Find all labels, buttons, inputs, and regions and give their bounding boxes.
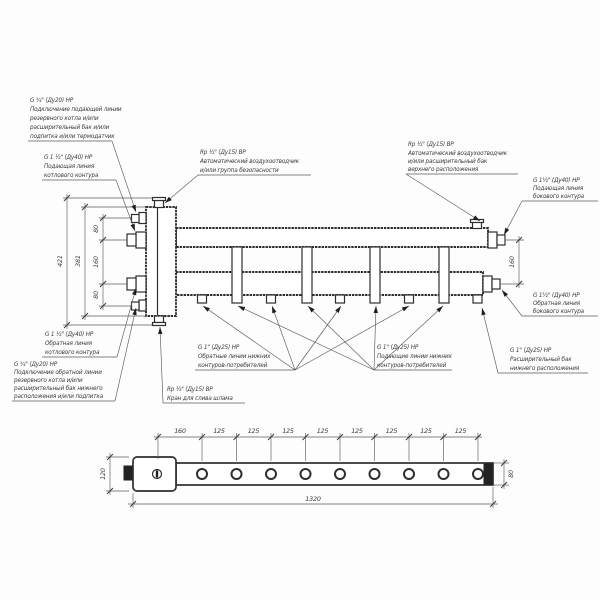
right-stub-side-supply: [487, 231, 506, 249]
label-air-vent: Rp ½" (Ду15) ВР Автоматический воздухоот…: [164, 149, 311, 204]
svg-text:125: 125: [386, 427, 398, 435]
vertical-supply-pipes: [231, 246, 450, 304]
label-drain: Rp ½" (Ду15) ВР Кран для слива шлама: [158, 326, 245, 404]
dim-overall-height: 421: [56, 255, 64, 267]
svg-text:Автоматический воздухоотводчик: Автоматический воздухоотводчик: [199, 159, 300, 165]
svg-text:125: 125: [351, 427, 363, 435]
svg-text:Rp ½" (Ду15) ВР: Rp ½" (Ду15) ВР: [167, 386, 213, 393]
svg-text:Rp ½" (Ду15) ВР: Rp ½" (Ду15) ВР: [408, 141, 454, 148]
bottom-return-stubs: [196, 294, 483, 304]
svg-text:G 1½" (Ду40) НР: G 1½" (Ду40) НР: [533, 177, 580, 184]
svg-text:Подключение обратной линии: Подключение обратной линии: [14, 370, 102, 376]
svg-text:G ¾" (Ду20) НР: G ¾" (Ду20) НР: [30, 98, 74, 104]
svg-text:резервного котла и/или: резервного котла и/или: [29, 116, 99, 122]
dim-plan-first: 160: [174, 427, 186, 435]
block-air-vent-stub: [151, 196, 167, 209]
svg-text:G 1 ½" (Ду40) НР: G 1 ½" (Ду40) НР: [45, 331, 94, 338]
svg-text:нижнего расположения: нижнего расположения: [510, 366, 580, 372]
svg-text:125: 125: [317, 427, 329, 435]
svg-text:Расширительный бак: Расширительный бак: [510, 357, 572, 363]
plan-holes: [196, 468, 484, 480]
svg-text:бокового контура: бокового контура: [533, 194, 585, 200]
svg-text:G 1½" (Ду40) НР: G 1½" (Ду40) НР: [533, 292, 580, 299]
left-stub-du20-top: [130, 211, 147, 225]
dim-plan-total: 1320: [305, 495, 321, 503]
label-boiler-return: G 1 ½" (Ду40) НР Обратная линия котловог…: [42, 287, 137, 358]
plan-dimensions: 160 125 125 125 125 125 125 125 125 120 …: [99, 427, 515, 508]
lower-tank-stub: [472, 294, 483, 304]
plan-view: [123, 456, 494, 492]
label-side-supply: G 1½" (Ду40) НР Подающая линия бокового …: [503, 177, 598, 236]
svg-text:G 1" (Ду25) НР: G 1" (Ду25) НР: [198, 345, 240, 351]
svg-text:G 1 ½" (Ду40) НР: G 1 ½" (Ду40) НР: [44, 154, 93, 161]
svg-text:котлового контура: котлового контура: [44, 173, 99, 179]
left-stub-du40-return: [126, 275, 147, 293]
drain-stub: [151, 315, 167, 327]
svg-text:G 1" (Ду25) НР: G 1" (Ду25) НР: [510, 348, 552, 354]
dim-plan-pitch: 125: [213, 427, 225, 435]
svg-text:Rp ½" (Ду15) ВР: Rp ½" (Ду15) ВР: [200, 149, 246, 156]
label-return-reserve: G ¾" (Ду20) НР Подключение обратной лини…: [12, 307, 137, 402]
svg-text:подпитка и/или термодатчик: подпитка и/или термодатчик: [30, 134, 115, 140]
svg-text:Подключение подающей линии: Подключение подающей линии: [30, 107, 122, 113]
svg-text:125: 125: [282, 427, 294, 435]
dimension-ticks-left: [63, 194, 107, 329]
svg-text:Автоматический воздухоотводчик: Автоматический воздухоотводчик: [407, 151, 508, 157]
svg-text:125: 125: [248, 427, 260, 435]
svg-text:Подающая линия: Подающая линия: [44, 164, 95, 170]
svg-text:125: 125: [420, 427, 432, 435]
svg-text:Подающие линии нижних: Подающие линии нижних: [377, 354, 453, 360]
plan-block-hole: [151, 468, 163, 480]
plan-left-stub: [123, 465, 134, 481]
label-lower-supplies: G 1" (Ду25) НР Подающие линии нижних кон…: [237, 305, 453, 371]
svg-text:Подающая линия: Подающая линия: [533, 186, 584, 192]
dim-gap-bottom: 80: [92, 291, 100, 299]
label-boiler-supply: G 1 ½" (Ду40) НР Подающая линия котловог…: [42, 154, 136, 232]
svg-text:и/или группа безопасности: и/или группа безопасности: [200, 168, 279, 174]
front-view: [126, 196, 506, 327]
svg-text:и/или расширительный бак: и/или расширительный бак: [408, 159, 488, 165]
dim-plan-width: 80: [507, 470, 515, 478]
separator-block: [145, 206, 177, 317]
callout-labels: G ¾" (Ду20) НР Подключение подающей лини…: [12, 98, 598, 404]
dim-side-gap: 160: [508, 256, 516, 268]
label-air-vent-tank: Rp ½" (Ду15) ВР Автоматический воздухоот…: [405, 141, 518, 222]
plan-pitch-ticks: [154, 433, 482, 441]
svg-text:Обратные линии нижних: Обратные линии нижних: [198, 354, 271, 360]
svg-text:верхнего расположения: верхнего расположения: [408, 167, 479, 173]
svg-text:расширительный бак и/или: расширительный бак и/или: [29, 125, 110, 131]
dim-gap-top: 80: [92, 225, 100, 233]
right-air-vent-stub: [469, 218, 485, 230]
label-lower-tank: G 1" (Ду25) НР Расширительный бак нижнег…: [481, 307, 588, 374]
right-stub-side-return: [482, 275, 501, 293]
lower-barrel: [175, 271, 484, 296]
dim-plan-depth: 120: [99, 468, 107, 480]
svg-text:125: 125: [455, 427, 467, 435]
front-dimensions: 421 381 80 160 80 160: [56, 194, 524, 329]
svg-text:Обратная линия: Обратная линия: [533, 301, 581, 307]
svg-text:контуров-потребителей: контуров-потребителей: [377, 363, 447, 369]
svg-text:расположения и/или подпитка: расположения и/или подпитка: [13, 394, 104, 400]
svg-text:резервного котла и/или: резервного котла и/или: [13, 378, 83, 384]
label-lower-returns: G 1" (Ду25) НР Обратные линии нижних кон…: [195, 305, 410, 371]
label-supply-reserve: G ¾" (Ду20) НР Подключение подающей лини…: [28, 98, 137, 213]
upper-barrel: [175, 227, 489, 248]
svg-text:Кран для слива шлама: Кран для слива шлама: [167, 396, 233, 402]
svg-text:расширительный бак нижнего: расширительный бак нижнего: [13, 386, 103, 392]
svg-text:бокового контура: бокового контура: [533, 309, 585, 315]
svg-text:Обратная линия: Обратная линия: [45, 341, 93, 347]
dim-body-height: 381: [74, 255, 82, 267]
svg-text:котлового контура: котлового контура: [45, 350, 100, 356]
svg-text:G ¾" (Ду20) НР: G ¾" (Ду20) НР: [14, 362, 58, 368]
left-stub-du20-bottom: [130, 299, 147, 312]
svg-text:контуров-потребителей: контуров-потребителей: [198, 363, 268, 369]
label-side-return: G 1½" (Ду40) НР Обратная линия бокового …: [501, 289, 598, 317]
dim-gap-mid: 160: [92, 256, 100, 268]
left-stub-du40-supply: [126, 231, 147, 249]
plan-right-cap: [483, 463, 493, 485]
